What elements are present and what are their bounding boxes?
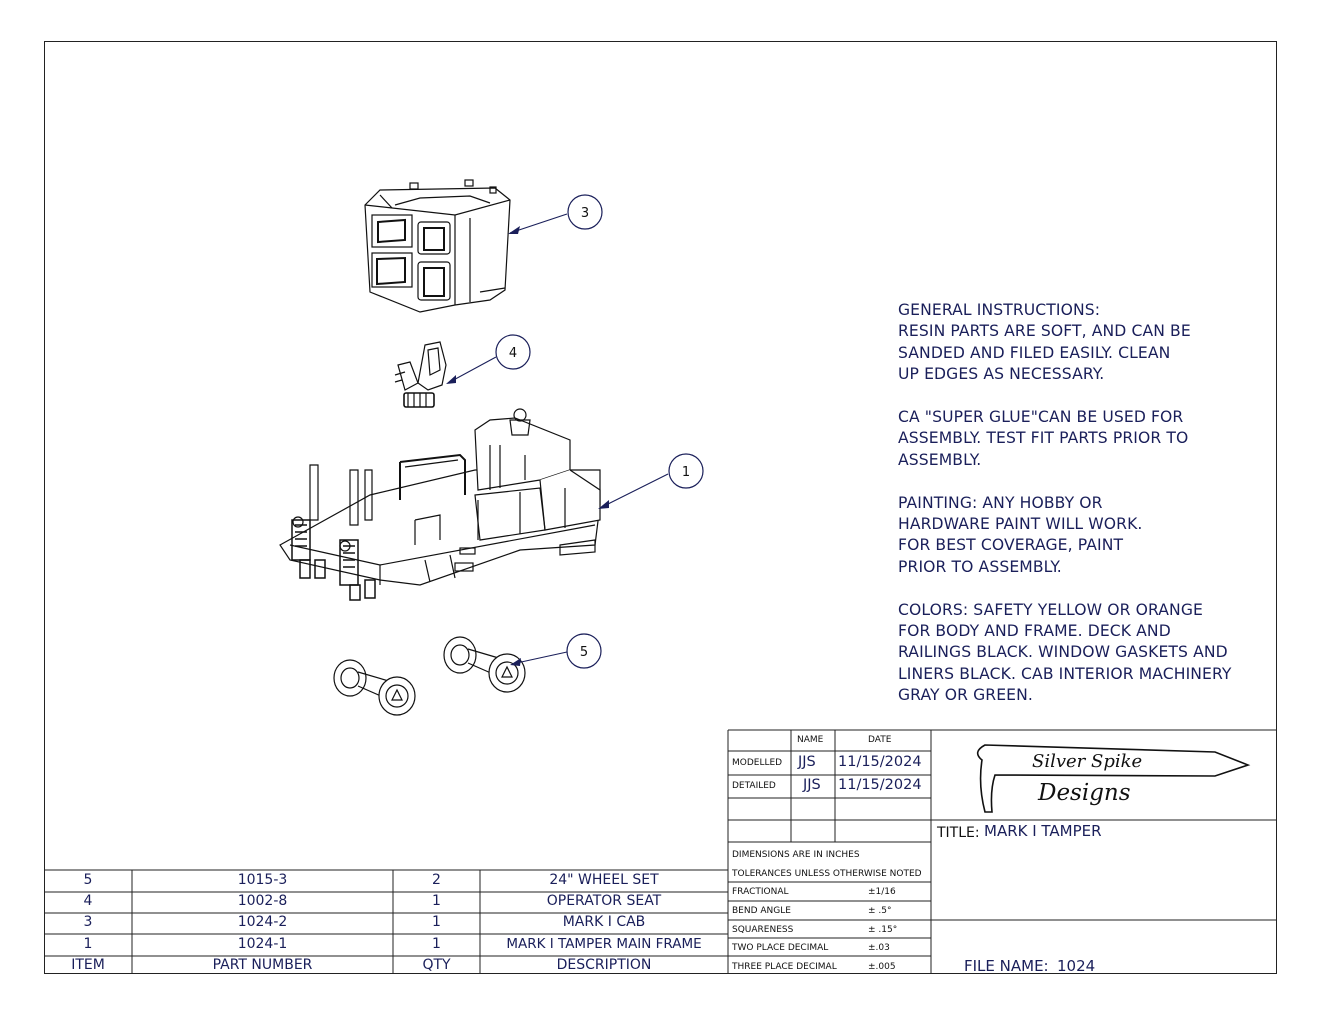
leader-line-1	[599, 473, 669, 509]
tol-value: ±1/16	[868, 887, 896, 897]
bom-part-number: 1024-2	[237, 914, 288, 930]
bom-qty: 2	[432, 872, 441, 888]
bom-qty: 1	[432, 936, 441, 952]
file-name-label: FILE NAME:	[964, 957, 1049, 975]
modelled-name: JJS	[798, 754, 816, 770]
callout-balloon-5	[566, 633, 602, 669]
bom-header-qty: QTY	[422, 957, 451, 973]
tol-label: THREE PLACE DECIMAL	[732, 962, 837, 972]
colors-paragraph: COLORS: SAFETY YELLOW OR ORANGE FOR BODY…	[898, 600, 1232, 705]
tol-value: ± .15°	[868, 925, 898, 935]
bom-item: 4	[83, 893, 93, 909]
bom-part-number: 1002-8	[237, 893, 288, 909]
bom-item: 1	[83, 936, 93, 952]
drawing-border	[44, 41, 1277, 974]
callout-number-3: 3	[581, 206, 589, 221]
tolerances-note: TOLERANCES UNLESS OTHERWISE NOTED	[732, 869, 922, 879]
date-header: DATE	[868, 735, 892, 745]
title-label: TITLE:	[937, 825, 980, 841]
bom-description: 24" WHEEL SET	[549, 872, 659, 888]
callout-balloon-1	[668, 453, 704, 489]
tol-label: TWO PLACE DECIMAL	[732, 943, 829, 953]
name-header: NAME	[797, 735, 824, 745]
leader-line-5	[511, 651, 568, 665]
bom-qty: 1	[432, 914, 441, 930]
callout-balloon-3	[567, 194, 603, 230]
detailed-name: JJS	[803, 777, 821, 793]
bom-part-number: 1015-3	[237, 872, 288, 888]
bom-table-grid	[44, 730, 729, 974]
dimensions-note: DIMENSIONS ARE IN INCHES	[732, 850, 860, 860]
silver-spike-logo-icon	[976, 744, 1251, 813]
bom-description: OPERATOR SEAT	[546, 893, 662, 909]
bom-item: 3	[83, 914, 93, 930]
logo-line-2: Designs	[1038, 780, 1131, 806]
general-instructions: GENERAL INSTRUCTIONS: RESIN PARTS ARE SO…	[898, 300, 1258, 728]
callout-balloon-4	[495, 334, 531, 370]
file-name-value: 1024	[1057, 957, 1096, 975]
bom-header-desc: DESCRIPTION	[556, 957, 652, 973]
main-frame-part-drawing	[279, 408, 601, 601]
modelled-date: 11/15/2024	[838, 754, 922, 770]
modelled-label: MODELLED	[732, 758, 783, 768]
tol-label: SQUARENESS	[732, 925, 794, 935]
instructions-paragraph: GENERAL INSTRUCTIONS: RESIN PARTS ARE SO…	[898, 301, 1191, 384]
drawing-title: MARK I TAMPER	[984, 822, 1102, 840]
bom-description: MARK I CAB	[562, 914, 646, 930]
tol-value: ± .5°	[868, 906, 892, 916]
callout-number-4: 4	[509, 346, 517, 361]
bom-qty: 1	[432, 893, 441, 909]
bom-description: MARK I TAMPER MAIN FRAME	[506, 936, 702, 952]
bom-part-number: 1024-1	[237, 936, 288, 952]
bom-header-part: PART NUMBER	[212, 957, 313, 973]
title-block-grid	[728, 729, 1277, 974]
tol-value: ±.005	[868, 962, 896, 972]
wheelset-part-drawing	[333, 636, 526, 716]
seat-part-drawing	[394, 341, 447, 408]
cab-part-drawing	[364, 179, 511, 313]
callout-number-5: 5	[580, 645, 588, 660]
bom-item: 5	[83, 872, 93, 888]
logo-line-1: Silver Spike	[1032, 751, 1143, 772]
glue-paragraph: CA "SUPER GLUE"CAN BE USED FOR ASSEMBLY.…	[898, 408, 1189, 469]
tol-label: BEND ANGLE	[732, 906, 791, 916]
detailed-label: DETAILED	[732, 781, 776, 791]
bom-header-item: ITEM	[71, 957, 105, 973]
painting-paragraph: PAINTING: ANY HOBBY OR HARDWARE PAINT WI…	[898, 493, 1143, 576]
detailed-date: 11/15/2024	[838, 777, 922, 793]
callout-number-1: 1	[682, 465, 690, 480]
tol-label: FRACTIONAL	[732, 887, 789, 897]
tol-value: ±.03	[868, 943, 890, 953]
leader-line-3	[509, 213, 568, 234]
